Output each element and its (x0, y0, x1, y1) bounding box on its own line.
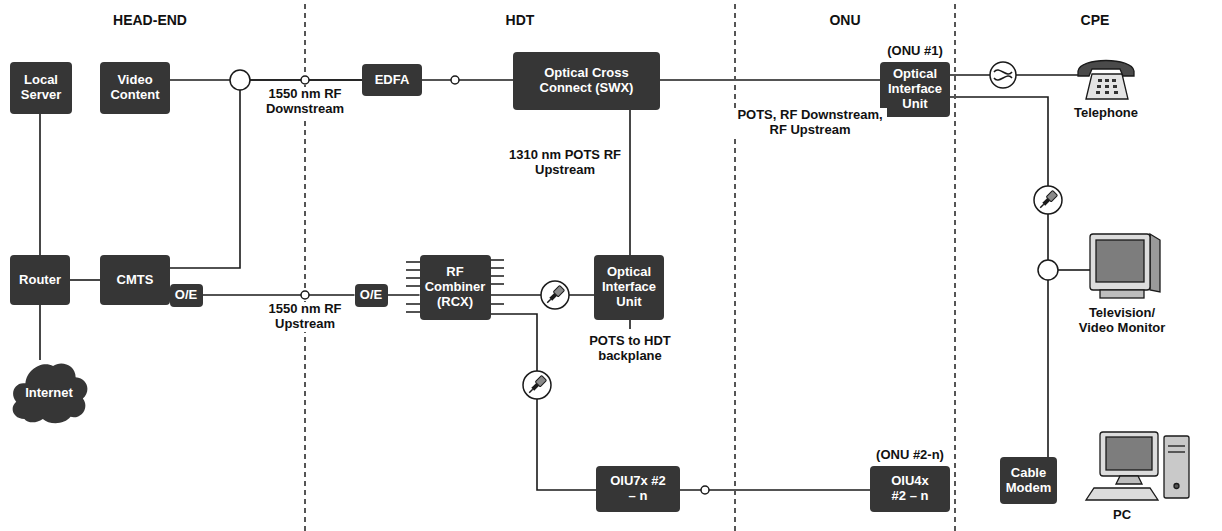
box-text: EDFA (375, 73, 410, 88)
process-box: Router (10, 255, 70, 305)
cloud-shape: Internet (8, 360, 90, 426)
signal-label: POTS, RF Downstream, RF Upstream (733, 108, 887, 138)
signal-label: 1310 nm POTS RF Upstream (507, 148, 623, 178)
section-dividers (305, 4, 955, 531)
process-box: (ONU #2-n)OIU4x #2 – n (870, 466, 950, 512)
process-box: Cable Modem (1000, 457, 1057, 504)
connector-line (422, 79, 513, 81)
device-label: PC (1111, 508, 1133, 523)
process-box: (ONU #1)Optical Interface Unit (880, 62, 950, 117)
pc-icon (1086, 432, 1189, 500)
combiner-circle (230, 70, 250, 90)
connector-line (629, 110, 631, 255)
coax-connector-icon (1034, 186, 1062, 214)
section-header: CPE (1079, 12, 1112, 28)
connector-line (660, 79, 880, 81)
device-label: Television/ Video Monitor (1070, 306, 1174, 336)
box-text: OIU4x #2 – n (884, 474, 936, 504)
box-text: Optical Cross Connect (SWX) (517, 66, 656, 96)
box-text: RF Combiner (RCX) (424, 265, 487, 310)
device-wires (630, 75, 1090, 329)
twisted-pair-icon (990, 62, 1016, 88)
process-box: RF Combiner (RCX) (420, 255, 491, 320)
fiber-markers (230, 70, 1058, 494)
box-text: Internet (25, 386, 73, 401)
process-box: Local Server (10, 62, 72, 114)
box-text: O/E (175, 288, 197, 303)
section-divider (734, 4, 736, 531)
signal-label: 1550 nm RF Upstream (263, 302, 347, 332)
process-box: O/E (355, 284, 388, 307)
box-text: Optical Interface Unit (598, 265, 660, 310)
box-text: CMTS (117, 273, 154, 288)
box-text: OIU7x #2 – n (610, 474, 666, 504)
coax-connectors (523, 186, 1062, 399)
connector-line (39, 305, 41, 360)
process-box: O/E (170, 284, 203, 307)
unit-heading: (ONU #2-n) (840, 448, 980, 463)
signal-label: 1550 nm RF Downstream (263, 87, 347, 117)
section-divider (954, 4, 956, 531)
connector-line (170, 80, 362, 268)
process-box: EDFA (362, 64, 422, 96)
fiber-marker (301, 291, 309, 299)
fiber-marker (301, 76, 309, 84)
tv-wire (1058, 269, 1090, 271)
coax-connector-icon (541, 281, 569, 309)
process-box: Optical Cross Connect (SWX) (513, 52, 660, 110)
box-text: Cable Modem (1004, 466, 1053, 496)
section-header: HDT (504, 12, 537, 28)
connector-line (39, 114, 41, 255)
unit-heading: (ONU #1) (850, 44, 980, 59)
box-text: Router (19, 273, 61, 288)
backplane-lead (629, 320, 631, 329)
connector-line (950, 97, 1048, 457)
box-text: Optical Interface Unit (884, 67, 946, 112)
section-header: ONU (827, 12, 862, 28)
box-text: O/E (360, 288, 382, 303)
television-icon (1090, 234, 1160, 298)
signal-label: POTS to HDT backplane (573, 334, 687, 364)
process-box: Optical Interface Unit (594, 255, 664, 320)
telephone-icon (1078, 61, 1134, 100)
box-text: Local Server (14, 73, 68, 103)
fiber-marker (701, 486, 709, 494)
device-label: Telephone (1072, 106, 1140, 121)
connector-line (70, 279, 100, 281)
process-box: OIU7x #2 – n (596, 466, 680, 512)
fiber-marker (451, 76, 459, 84)
process-box: Video Content (100, 62, 170, 114)
connector-line (203, 294, 355, 296)
process-box: CMTS (100, 255, 170, 305)
splitter-circle (1038, 260, 1058, 280)
connector-line (388, 294, 420, 296)
coax-connector-icon (523, 371, 551, 399)
box-text: Video Content (104, 73, 166, 103)
section-header: HEAD-END (111, 12, 189, 28)
